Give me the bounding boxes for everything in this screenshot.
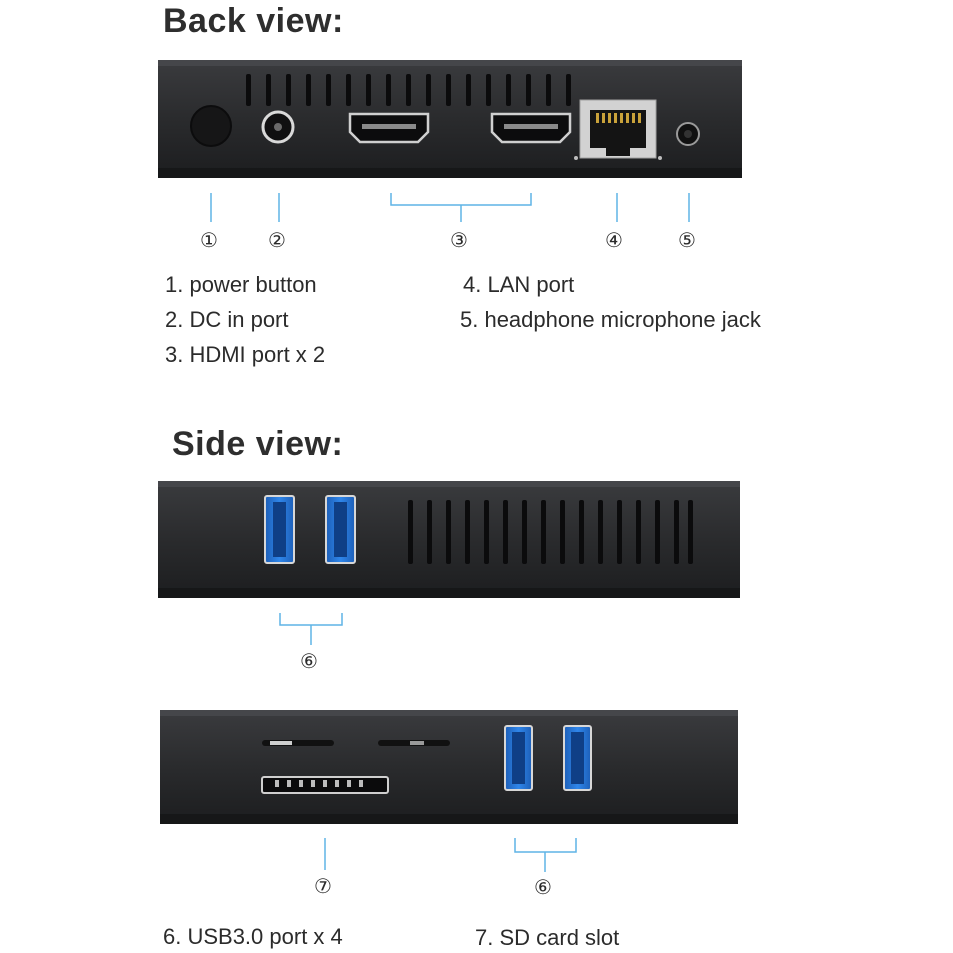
side-view-heading: Side view: xyxy=(172,425,344,463)
legend-hdmi-port: 3. HDMI port x 2 xyxy=(165,342,326,367)
back-leader-lines xyxy=(210,193,690,222)
sd-card-slot-shape xyxy=(261,776,389,794)
side-vents xyxy=(408,500,693,564)
legend-headphone-jack: 5. headphone microphone jack xyxy=(460,307,761,332)
back-view-heading: Back view: xyxy=(163,2,344,40)
side-device-2-body xyxy=(160,710,738,824)
legend-lan-port: 4. LAN port xyxy=(463,272,575,297)
back-vents xyxy=(246,74,571,106)
legend-sd-card-slot: 7. SD card slot xyxy=(475,925,620,950)
callout-6-bottom: ⑥ xyxy=(534,877,552,899)
lan-port-shape xyxy=(574,99,662,160)
callout-3: ③ xyxy=(450,230,468,252)
usb-pair-1 xyxy=(264,495,356,564)
callout-5: ⑤ xyxy=(678,230,696,252)
legend-dc-in-port: 2. DC in port xyxy=(165,307,289,332)
side2-leader-lines xyxy=(324,838,577,872)
legend-power-button: 1. power button xyxy=(165,272,317,297)
callout-1: ① xyxy=(200,230,218,252)
usb-pair-2 xyxy=(504,725,592,791)
callout-7: ⑦ xyxy=(314,876,332,898)
callout-2: ② xyxy=(268,230,286,252)
power-button-shape xyxy=(190,105,232,147)
back-device xyxy=(158,60,742,178)
side1-leader-lines xyxy=(279,613,343,645)
legend-usb-ports: 6. USB3.0 port x 4 xyxy=(163,924,343,949)
side-device-1 xyxy=(158,481,740,598)
side-device-2 xyxy=(160,710,738,824)
callout-4: ④ xyxy=(605,230,623,252)
slot-marks xyxy=(262,740,450,746)
callout-6-top: ⑥ xyxy=(300,651,318,673)
